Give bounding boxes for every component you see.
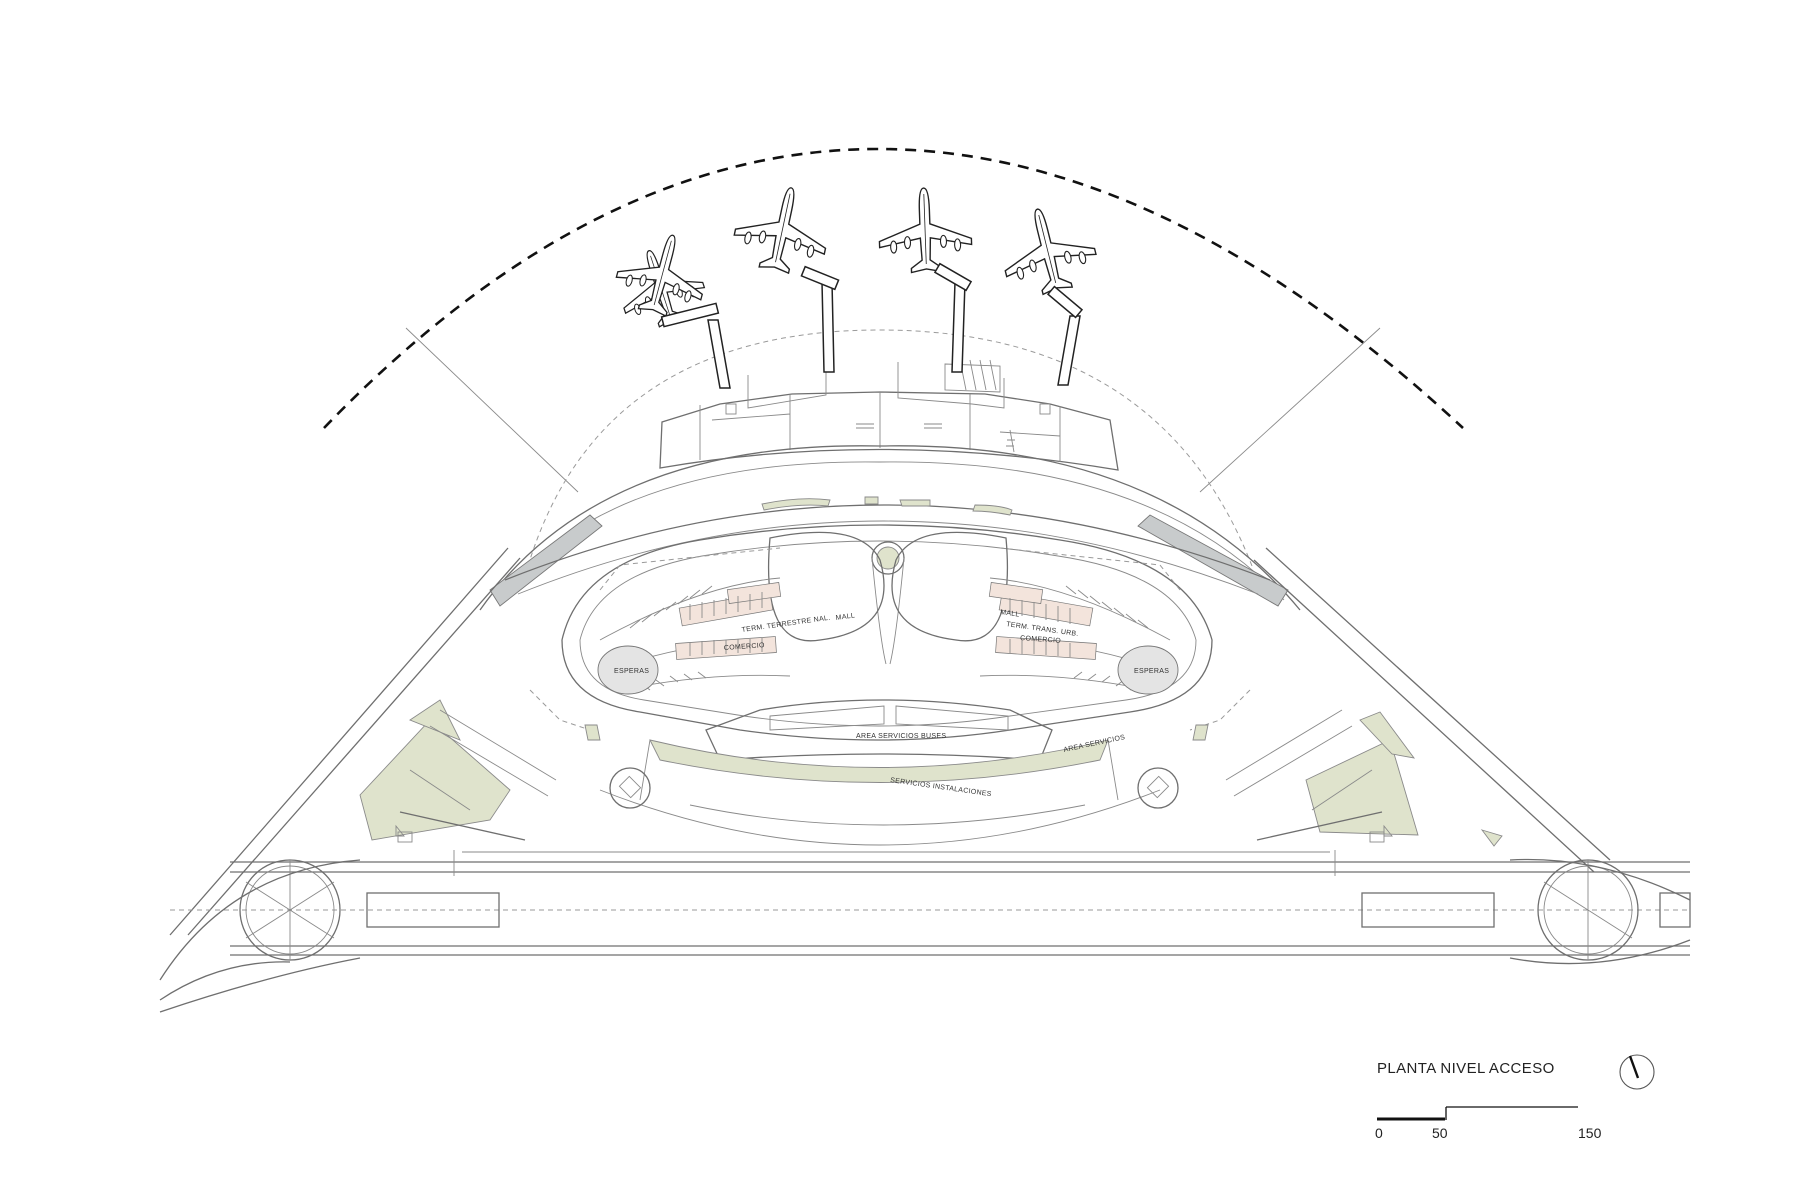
landscape-right-large bbox=[1305, 739, 1419, 836]
aircraft-icon bbox=[991, 197, 1103, 303]
scale-label-150: 150 bbox=[1578, 1125, 1602, 1141]
landscape-right-small bbox=[1359, 711, 1416, 759]
curbside-road bbox=[504, 504, 1271, 581]
bus-terminal-body bbox=[561, 524, 1213, 741]
highway bbox=[170, 850, 1691, 956]
landscape-left-large bbox=[359, 719, 511, 841]
highway-roundabout-left bbox=[159, 859, 361, 1013]
roundabout-right bbox=[1137, 767, 1179, 809]
aircraft-icon bbox=[876, 185, 974, 275]
scale-label-0: 0 bbox=[1375, 1125, 1383, 1141]
airside-line-right bbox=[1199, 327, 1381, 493]
waiting-area-right bbox=[1117, 645, 1179, 695]
landscape-bottom bbox=[649, 739, 1109, 783]
scale-bar bbox=[1377, 1106, 1578, 1121]
roof-skylight-right bbox=[1137, 514, 1289, 607]
label-esperas-right: ESPERAS bbox=[1134, 668, 1169, 675]
access-road-outer bbox=[169, 547, 509, 936]
scale-label-50: 50 bbox=[1432, 1125, 1448, 1141]
label-area-servicios-buses: AREA SERVICIOS BUSES bbox=[856, 733, 946, 740]
terminal-building bbox=[659, 359, 1119, 471]
roundabout-left bbox=[609, 767, 651, 809]
label-comercio-left: COMERCIO bbox=[724, 642, 766, 652]
north-arrow-icon bbox=[1619, 1054, 1655, 1090]
label-esperas-left: ESPERAS bbox=[614, 668, 649, 675]
label-mall-left: MALL bbox=[835, 612, 855, 622]
label-comercio-right: COMERCIO bbox=[1020, 635, 1062, 645]
aircraft-icon bbox=[728, 177, 838, 281]
roof-skylight-left bbox=[489, 514, 603, 607]
jet-bridges bbox=[660, 262, 1084, 389]
airside-line-left bbox=[405, 327, 579, 493]
bus-bays-left bbox=[599, 577, 791, 691]
label-mall-right: MALL bbox=[1000, 609, 1020, 619]
terminal-roof-outline bbox=[479, 445, 1301, 611]
airside-limit-arc bbox=[323, 147, 1464, 429]
drawing-title: PLANTA NIVEL ACCESO bbox=[1377, 1060, 1555, 1077]
roof-outline-dashed bbox=[527, 329, 1253, 567]
waiting-area-left bbox=[597, 645, 659, 695]
highway-roundabout-right bbox=[1509, 858, 1691, 965]
landscape-left-small bbox=[409, 699, 461, 741]
